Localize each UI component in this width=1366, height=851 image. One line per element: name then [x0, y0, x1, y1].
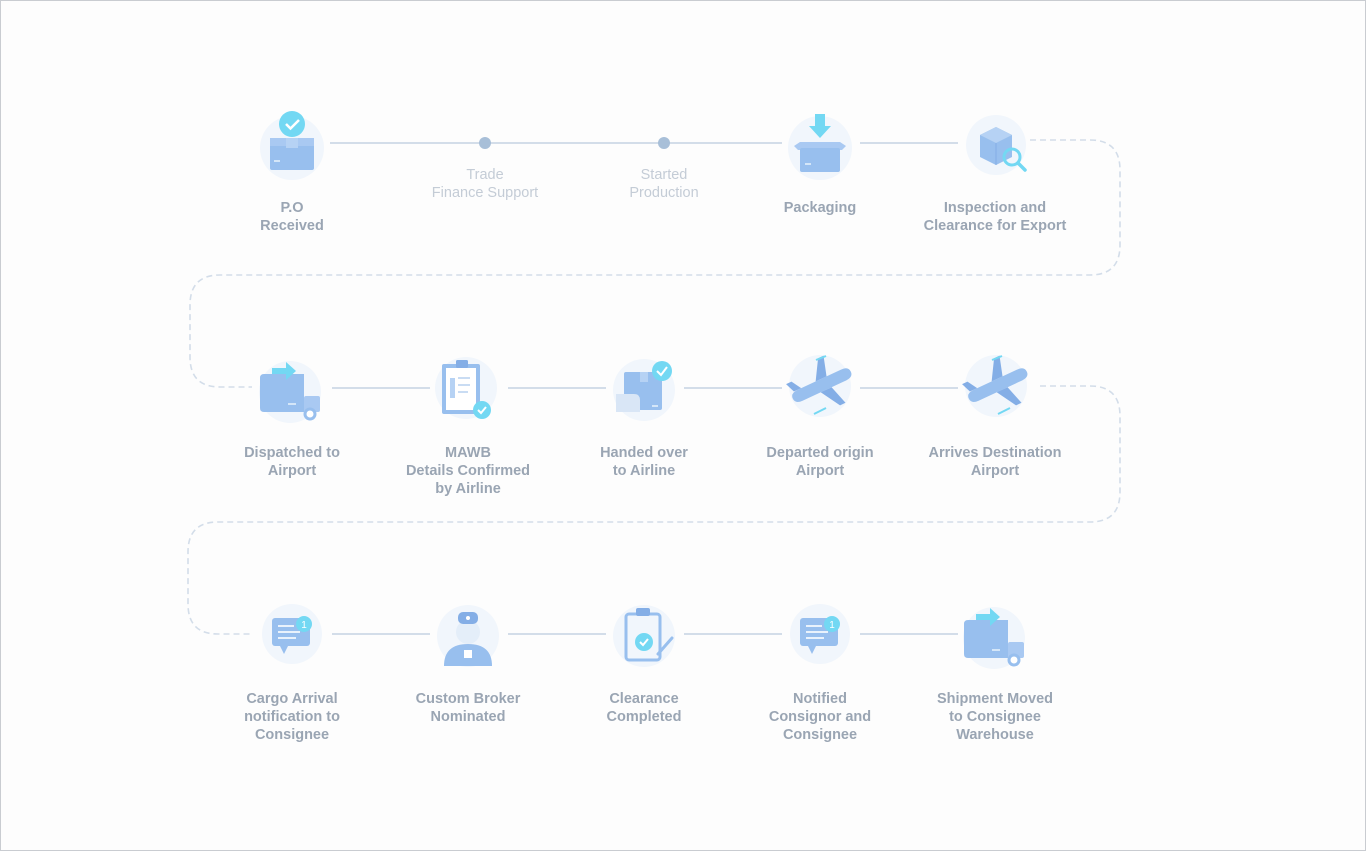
- stage-label-po-received: P.O Received: [260, 200, 324, 234]
- box-magnifier-icon: [966, 115, 1027, 175]
- stage-label-shipment-moved: Shipment Moved to Consignee Warehouse: [936, 691, 1053, 743]
- stage-label-started-production: Started Production: [629, 167, 699, 201]
- stage-label-handed-over: Handed over to Airline: [600, 445, 688, 479]
- notification-badge-count: 1: [301, 620, 307, 631]
- stage-dot: [479, 137, 491, 149]
- stage-label-notified: Notified Consignor and Consignee: [768, 691, 872, 743]
- box-check-icon: [260, 111, 324, 180]
- message-notification-icon: [790, 604, 850, 664]
- stage-label-trade-finance: Trade Finance Support: [431, 167, 539, 201]
- notification-badge-count: 1: [829, 620, 835, 631]
- box-arrow-down-icon: [788, 114, 852, 180]
- stage-label-custom-broker: Custom Broker Nominated: [415, 691, 521, 725]
- connector-curve: [189, 139, 1121, 388]
- broker-person-icon: [437, 605, 499, 667]
- delivery-truck-icon: [259, 361, 321, 423]
- stage-label-arrives: Arrives Destination Airport: [928, 445, 1062, 479]
- stage-label-mawb: MAWB Details Confirmed by Airline: [405, 445, 531, 497]
- delivery-truck-icon: [963, 607, 1025, 669]
- box-hand-check-icon: [613, 359, 675, 421]
- stage-label-cargo-arrival: Cargo Arrival notification to Consignee: [244, 691, 340, 743]
- stage-label-packaging: Packaging: [783, 200, 857, 216]
- airplane-icon: [786, 355, 852, 417]
- airplane-icon: [962, 355, 1028, 417]
- stage-dot: [658, 137, 670, 149]
- stage-label-dispatched: Dispatched to Airport: [244, 445, 340, 479]
- stage-label-inspection: Inspection and Clearance for Export: [923, 200, 1067, 234]
- clipboard-check-icon: [435, 357, 497, 419]
- connector-curve: [187, 385, 1121, 635]
- clipboard-pen-icon: [613, 605, 675, 667]
- message-notification-icon: [262, 604, 322, 664]
- stage-label-departed: Departed origin Airport: [766, 445, 874, 479]
- stage-label-clearance: Clearance Completed: [606, 691, 682, 725]
